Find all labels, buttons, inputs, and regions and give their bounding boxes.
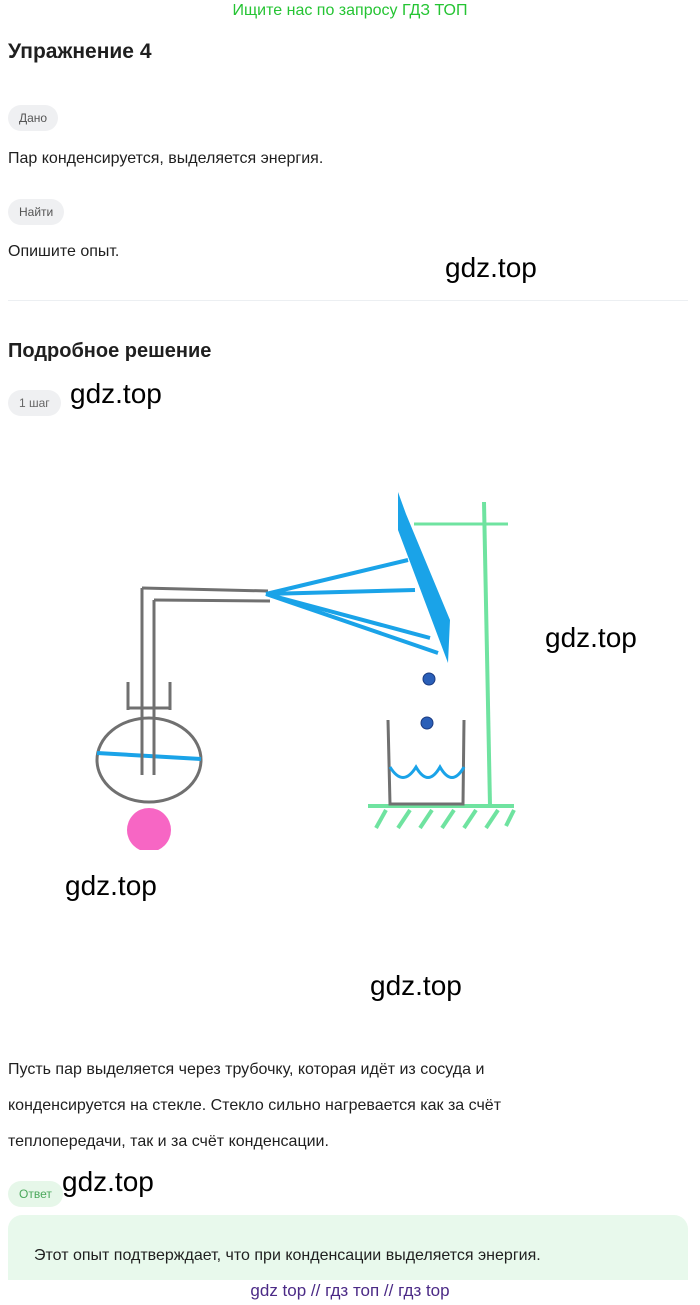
top-banner: Ищите нас по запросу ГДЗ ТОП: [232, 2, 468, 19]
given-chip: Дано: [8, 105, 59, 131]
answer-chip: Ответ: [8, 1181, 63, 1207]
glass-plate: [398, 492, 450, 663]
watermark: gdz.top: [545, 622, 637, 653]
step-chip: 1 шаг: [8, 390, 61, 416]
explanation-line: Пусть пар выделяется через трубочку, кот…: [8, 1061, 485, 1078]
flame-icon: [127, 808, 171, 850]
answer-text: Этот опыт подтверждает, что при конденса…: [34, 1247, 541, 1264]
explanation-line: теплопередачи, так и за счёт конденсации…: [8, 1133, 329, 1150]
explanation-line: конденсируется на стекле. Стекло сильно …: [8, 1097, 502, 1114]
divider: [8, 300, 688, 301]
find-chip: Найти: [8, 199, 65, 225]
steam-ray: [265, 558, 409, 596]
water-drop: [422, 672, 436, 686]
tube-outer-horizontal: [141, 586, 269, 593]
watermark: gdz.top: [370, 970, 462, 1001]
exercise-title: Упражнение 4: [8, 40, 152, 63]
solution-title: Подробное решение: [8, 340, 212, 362]
beaker-water: [388, 763, 466, 779]
steam-ray: [265, 592, 439, 655]
given-text: Пар конденсируется, выделяется энергия.: [8, 150, 324, 167]
watermark: gdz.top: [70, 378, 162, 409]
flask-water-line: [96, 751, 202, 761]
solution-explanation: Пусть пар выделяется через трубочку, кот…: [8, 1052, 688, 1160]
steam-ray: [265, 588, 416, 596]
flask-body: [95, 716, 203, 804]
watermark: gdz.top: [62, 1166, 154, 1197]
water-drop: [420, 716, 434, 730]
experiment-diagram: [95, 492, 516, 850]
watermark: gdz.top: [65, 870, 157, 901]
stand-hatching: [374, 808, 516, 830]
beaker: [386, 719, 466, 806]
tube-inner-horizontal: [153, 598, 271, 603]
watermark: gdz.top: [445, 252, 537, 283]
footer: gdz top // гдз топ // гдз top: [0, 1280, 700, 1305]
find-text: Опишите опыт.: [8, 243, 120, 260]
stand-pole: [482, 501, 492, 807]
